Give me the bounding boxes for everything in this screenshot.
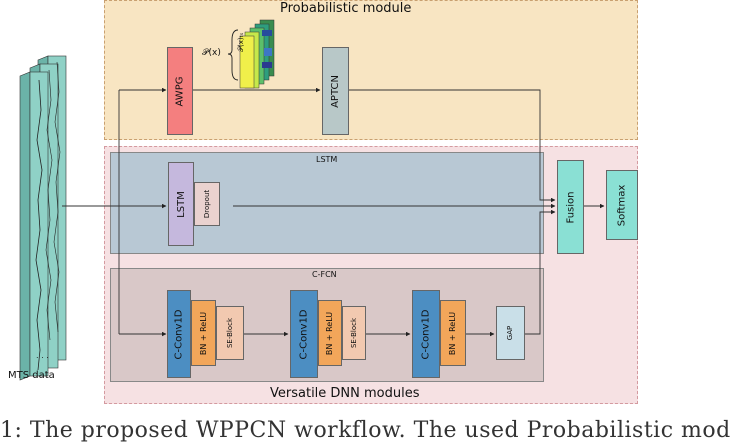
cfcn-subregion-title: C-FCN xyxy=(312,270,337,279)
px-label: 𝒫(x) xyxy=(202,48,221,58)
mts-data-label: MTS data xyxy=(8,370,55,381)
probability-matrix-stack xyxy=(227,19,275,89)
fusion-block: Fusion xyxy=(557,160,584,254)
cconv1d-block-3: C-Conv1D xyxy=(412,290,440,378)
cconv1d-block-2: C-Conv1D xyxy=(290,290,318,378)
se-block-1: SE-Block xyxy=(216,306,244,360)
dropout-block: Dropout xyxy=(194,182,220,226)
bn-relu-block-2: BN + ReLU xyxy=(318,300,342,366)
px-ts-label: 𝒫(x)ₜₛ xyxy=(237,32,245,52)
bn-relu-block-3: BN + ReLU xyxy=(440,300,466,366)
softmax-block: Softmax xyxy=(606,170,638,240)
gap-block: GAP xyxy=(496,306,525,360)
aptcn-block: APTCN xyxy=(322,47,349,135)
lstm-subregion-title: LSTM xyxy=(316,155,338,164)
diagram-connectors: . . . xyxy=(19,19,605,381)
probabilistic-module-region xyxy=(104,0,638,140)
cconv1d-block-1: C-Conv1D xyxy=(167,290,191,378)
bn-relu-block-1: BN + ReLU xyxy=(191,300,216,366)
dnn-modules-title: Versatile DNN modules xyxy=(270,386,420,401)
se-block-2: SE-Block xyxy=(342,306,366,360)
awpg-block: AWPG xyxy=(167,47,193,135)
lstm-block: LSTM xyxy=(168,162,194,246)
probabilistic-module-title: Probabilistic module xyxy=(280,1,412,16)
mts-data-stack: . . . xyxy=(19,55,67,381)
svg-text:. . .: . . . xyxy=(36,351,49,360)
figure-caption: 1: The proposed WPPCN workflow. The used… xyxy=(0,418,731,443)
